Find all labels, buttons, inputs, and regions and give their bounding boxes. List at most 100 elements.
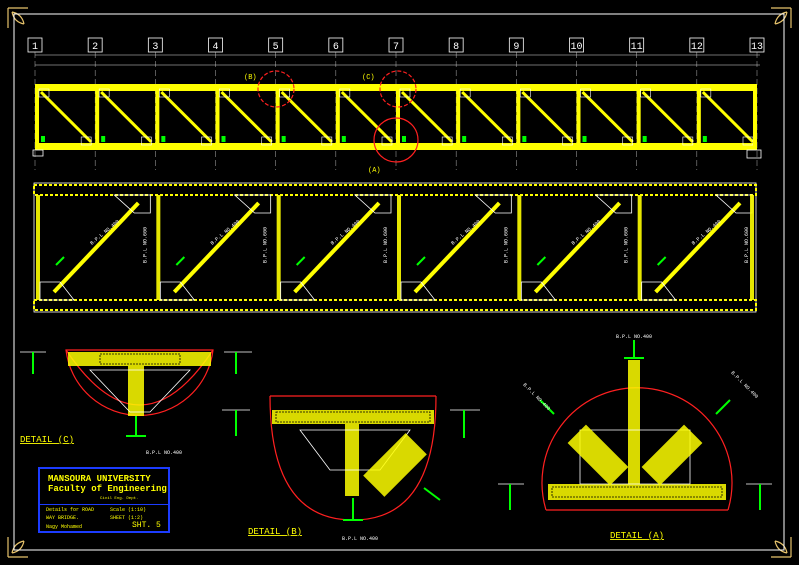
- gusset-plate: [622, 136, 633, 146]
- panel-section-mark: [55, 256, 65, 266]
- detail-c-member: B.P.L NO.400: [146, 450, 182, 456]
- truss-vertical: [155, 84, 160, 150]
- section-marker: [341, 136, 346, 142]
- gusset-plate: [159, 88, 170, 98]
- gusset-plate: [201, 136, 212, 146]
- grid-label-text: 5: [273, 42, 279, 53]
- panel-gusset-bottom: [39, 281, 75, 301]
- panel-gusset-bottom: [159, 281, 196, 301]
- panel-gusset-bottom: [520, 281, 557, 301]
- grid-label-text: 6: [333, 42, 339, 53]
- grid-label-text: 2: [92, 42, 98, 53]
- corner-ornament-bl: [7, 537, 28, 558]
- title-sheet: SHEET (1:2): [110, 515, 144, 521]
- truss-diagonal: [581, 90, 634, 144]
- truss-vertical: [576, 84, 581, 150]
- gusset-plate: [580, 88, 591, 98]
- detail-c-title: DETAIL (C): [20, 435, 74, 445]
- grid-label-text: 13: [751, 42, 763, 53]
- panel-diagonal: [413, 201, 501, 294]
- gusset-plate: [38, 88, 50, 98]
- grid-label-text: 3: [152, 42, 158, 53]
- panel-top-chord: [33, 184, 757, 196]
- truss-diagonal: [521, 90, 574, 144]
- gusset-plate: [321, 136, 333, 146]
- section-marker: [522, 136, 527, 142]
- vertical-label: B.P.L NO.600: [142, 227, 148, 263]
- truss-diagonal: [220, 90, 273, 144]
- detail-c-marker: [379, 70, 417, 108]
- diagonal-label: B.P.L NO.400: [89, 219, 120, 247]
- detail-a-member-left: B.P.L NO.400: [522, 382, 552, 412]
- detail-b-member: B.P.L NO.400: [342, 536, 378, 542]
- section-marker: [281, 136, 286, 142]
- corner-ornament-tl: [7, 7, 28, 28]
- detail-b-marker: [257, 70, 295, 108]
- title-department: Civil Eng. Dept.: [100, 497, 139, 501]
- truss-vertical: [456, 84, 461, 150]
- callout-c: (C): [362, 74, 375, 82]
- panel-vertical: [36, 195, 40, 300]
- detail-a: B.P.L NO.400 B.P.L NO.400 B.P.L NO.400 D…: [498, 334, 772, 541]
- panel-section-mark: [295, 256, 306, 266]
- section-marker: [221, 136, 226, 142]
- detail-b: B.P.L NO.400 DETAIL (B): [222, 395, 480, 542]
- grid-label-text: 7: [393, 42, 399, 53]
- gusset-plate: [98, 88, 110, 98]
- title-block: MANSOURA UNIVERSITY Faculty of Engineeri…: [38, 467, 170, 533]
- panel-vertical: [156, 195, 161, 300]
- vertical-label: B.P.L NO.600: [503, 227, 509, 263]
- truss-vertical: [95, 84, 100, 150]
- title-faculty: Faculty of Engineering: [48, 484, 167, 494]
- title-sheet-no: SHT. 5: [132, 521, 161, 530]
- vertical-label: B.P.L NO.600: [383, 227, 389, 263]
- detail-a-marker: [373, 117, 419, 163]
- detail-a-member-top: B.P.L NO.400: [616, 334, 652, 340]
- panel-gusset-bottom: [400, 281, 436, 301]
- truss-diagonal: [400, 90, 454, 144]
- gusset-plate: [441, 136, 453, 146]
- diagonal-label: B.P.L NO.400: [330, 219, 361, 247]
- title-scale: Scale (1:10): [110, 507, 147, 513]
- truss-diagonal: [340, 90, 394, 144]
- panel-vertical: [397, 195, 401, 300]
- section-marker: [582, 136, 587, 142]
- detail-markers: [257, 70, 419, 163]
- section-marker: [41, 136, 45, 142]
- gusset-plate: [219, 88, 230, 98]
- panel-vertical: [276, 195, 281, 300]
- truss-vertical: [516, 84, 521, 150]
- vertical-label: B.P.L NO.600: [624, 227, 630, 263]
- gusset-plate: [640, 88, 651, 98]
- gusset-plate: [459, 88, 471, 98]
- detail-b-title: DETAIL (B): [248, 527, 302, 537]
- truss-vertical: [275, 84, 280, 150]
- section-marker: [402, 136, 406, 142]
- panel-section-mark: [536, 256, 547, 266]
- diagonal-label: B.P.L NO.400: [450, 219, 481, 247]
- grid-label-text: 8: [453, 42, 459, 53]
- section-marker: [101, 136, 106, 142]
- panel-gusset-bottom: [280, 281, 316, 301]
- panel-gusset-bottom: [641, 281, 677, 301]
- panel-bottom-chord: [33, 299, 757, 311]
- truss-vertical: [396, 84, 400, 150]
- gusset-plate: [682, 136, 694, 146]
- truss-vertical: [696, 84, 701, 150]
- truss-diagonal: [701, 90, 755, 144]
- truss-elevation: [32, 84, 762, 159]
- panel-gusset-top: [353, 194, 392, 214]
- grid-label-text: 10: [570, 42, 582, 53]
- diagonal-label: B.P.L NO.400: [691, 219, 722, 247]
- truss-vertical: [35, 84, 39, 150]
- panel-diagonal: [52, 201, 140, 294]
- diagonal-label: B.P.L NO.400: [210, 219, 241, 247]
- panel-section-mark: [175, 256, 186, 266]
- corner-ornament-tr: [771, 7, 792, 28]
- truss-diagonal: [280, 90, 333, 144]
- gusset-plate: [520, 88, 531, 98]
- grid-label-text: 11: [631, 42, 643, 53]
- section-marker: [161, 136, 166, 142]
- diagonal-label: B.P.L NO.400: [571, 219, 602, 247]
- gusset-plate: [700, 88, 712, 98]
